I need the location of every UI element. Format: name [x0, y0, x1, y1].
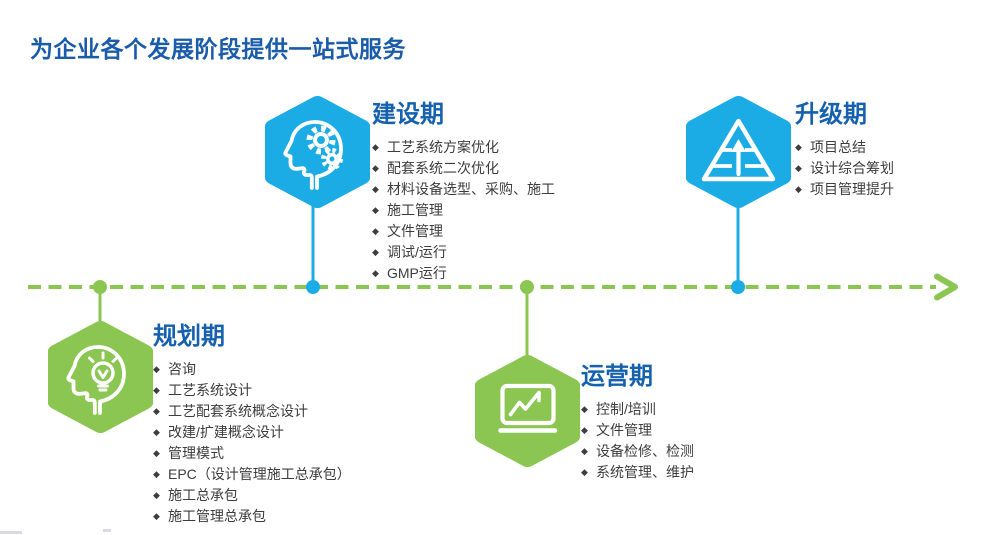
- list-item: ◆ 工艺系统设计: [153, 380, 443, 401]
- phase-list-planning: ◆ 咨询 ◆ 工艺系统设计 ◆ 工艺配套系统概念设计 ◆ 改建/扩建概念设计 ◆ 管理模式…: [153, 359, 443, 527]
- diamond-bullet-icon: ◆: [372, 184, 379, 194]
- diamond-bullet-icon: ◆: [795, 163, 802, 173]
- diamond-bullet-icon: ◆: [372, 247, 379, 257]
- list-item-text: 咨询: [168, 361, 196, 377]
- list-item: ◆ EPC（设计管理施工总承包）: [153, 464, 443, 485]
- list-item: ◆ 咨询: [153, 359, 443, 380]
- list-item-text: 文件管理: [387, 223, 443, 239]
- diamond-bullet-icon: ◆: [581, 467, 588, 477]
- diamond-bullet-icon: ◆: [581, 404, 588, 414]
- list-item-text: 改建/扩建概念设计: [168, 424, 284, 440]
- diamond-bullet-icon: ◆: [372, 226, 379, 236]
- list-item-text: 施工管理: [387, 202, 443, 218]
- list-item-text: 项目管理提升: [810, 181, 894, 197]
- phase-construction: 建设期 ◆ 工艺系统方案优化 ◆ 配套系统二次优化 ◆ 材料设备选型、采购、施工 ◆ 施…: [372, 100, 642, 284]
- diamond-bullet-icon: ◆: [581, 446, 588, 456]
- head-bulb-icon: [48, 321, 153, 433]
- list-item: ◆ GMP运行: [372, 263, 642, 284]
- diamond-bullet-icon: ◆: [153, 406, 160, 416]
- diamond-bullet-icon: ◆: [581, 425, 588, 435]
- list-item-text: GMP运行: [387, 265, 447, 281]
- list-item: ◆ 文件管理: [372, 221, 642, 242]
- list-item: ◆ 工艺系统方案优化: [372, 137, 642, 158]
- diamond-bullet-icon: ◆: [153, 511, 160, 521]
- phase-list-upgrade: ◆ 项目总结 ◆ 设计综合筹划 ◆ 项目管理提升: [795, 137, 985, 200]
- diamond-bullet-icon: ◆: [153, 364, 160, 374]
- list-item-text: 工艺系统方案优化: [387, 139, 499, 155]
- diamond-bullet-icon: ◆: [153, 448, 160, 458]
- phase-operation: 运营期 ◆ 控制/培训 ◆ 文件管理 ◆ 设备检修、检测 ◆ 系统管理、维护: [581, 362, 821, 483]
- list-item: ◆ 项目总结: [795, 137, 985, 158]
- list-item-text: 配套系统二次优化: [387, 160, 499, 176]
- diamond-bullet-icon: ◆: [372, 268, 379, 278]
- list-item: ◆ 工艺配套系统概念设计: [153, 401, 443, 422]
- diamond-bullet-icon: ◆: [795, 142, 802, 152]
- phase-planning: 规划期 ◆ 咨询 ◆ 工艺系统设计 ◆ 工艺配套系统概念设计 ◆ 改建/扩建概念设计 ◆…: [153, 322, 443, 527]
- list-item: ◆ 设计综合筹划: [795, 158, 985, 179]
- bottom-edge-artifact: [0, 531, 22, 534]
- list-item-text: 项目总结: [810, 139, 866, 155]
- list-item-text: 调试/运行: [387, 244, 447, 260]
- list-item: ◆ 改建/扩建概念设计: [153, 422, 443, 443]
- bottom-edge-artifact: [103, 529, 111, 532]
- list-item: ◆ 系统管理、维护: [581, 462, 821, 483]
- phase-title-construction: 建设期: [372, 101, 444, 128]
- diamond-bullet-icon: ◆: [372, 163, 379, 173]
- timeline-arrow-icon: [934, 273, 958, 301]
- list-item: ◆ 设备检修、检测: [581, 441, 821, 462]
- list-item: ◆ 施工管理总承包: [153, 506, 443, 527]
- list-item: ◆ 管理模式: [153, 443, 443, 464]
- list-item: ◆ 施工总承包: [153, 485, 443, 506]
- diamond-bullet-icon: ◆: [153, 490, 160, 500]
- phase-title-upgrade: 升级期: [795, 101, 867, 128]
- list-item-text: EPC（设计管理施工总承包）: [168, 466, 351, 482]
- list-item-text: 系统管理、维护: [596, 464, 694, 480]
- list-item-text: 设计综合筹划: [810, 160, 894, 176]
- diamond-bullet-icon: ◆: [153, 427, 160, 437]
- phase-list-operation: ◆ 控制/培训 ◆ 文件管理 ◆ 设备检修、检测 ◆ 系统管理、维护: [581, 399, 821, 483]
- timeline-dot-upgrade: [731, 280, 745, 294]
- list-item-text: 管理模式: [168, 445, 224, 461]
- phase-list-construction: ◆工艺系统方案优化 ◆配套系统二次优化 ◆材料设备选型、采购、施工 ◆施工管理 …: [372, 137, 642, 284]
- list-item-text: 控制/培训: [596, 401, 656, 417]
- diamond-bullet-icon: ◆: [372, 205, 379, 215]
- list-item: ◆ 控制/培训: [581, 399, 821, 420]
- list-item: ◆ 项目管理提升: [795, 179, 985, 200]
- list-item: ◆ 配套系统二次优化: [372, 158, 642, 179]
- diamond-bullet-icon: ◆: [795, 184, 802, 194]
- slide-title: 为企业各个发展阶段提供一站式服务: [30, 36, 406, 62]
- pyramid-arrow-icon: [686, 96, 791, 208]
- list-item: ◆ 调试/运行: [372, 242, 642, 263]
- diamond-bullet-icon: ◆: [372, 142, 379, 152]
- list-item-text: 材料设备选型、采购、施工: [387, 181, 555, 197]
- phase-title-operation: 运营期: [581, 363, 653, 390]
- monitor-chart-icon: [475, 355, 580, 467]
- list-item: ◆ 文件管理: [581, 420, 821, 441]
- list-item-text: 文件管理: [596, 422, 652, 438]
- diamond-bullet-icon: ◆: [153, 385, 160, 395]
- timeline-dot-planning: [93, 280, 107, 294]
- phase-title-planning: 规划期: [153, 323, 225, 350]
- head-gears-icon: [265, 96, 370, 208]
- list-item: ◆ 材料设备选型、采购、施工: [372, 179, 642, 200]
- list-item-text: 设备检修、检测: [596, 443, 694, 459]
- list-item-text: 施工管理总承包: [168, 508, 266, 524]
- list-item-text: 工艺配套系统概念设计: [168, 403, 308, 419]
- diamond-bullet-icon: ◆: [153, 469, 160, 479]
- list-item-text: 施工总承包: [168, 487, 238, 503]
- list-item-text: 工艺系统设计: [168, 382, 252, 398]
- timeline-dot-construction: [306, 280, 320, 294]
- list-item: ◆ 施工管理: [372, 200, 642, 221]
- phase-upgrade: 升级期 ◆ 项目总结 ◆ 设计综合筹划 ◆ 项目管理提升: [795, 100, 985, 200]
